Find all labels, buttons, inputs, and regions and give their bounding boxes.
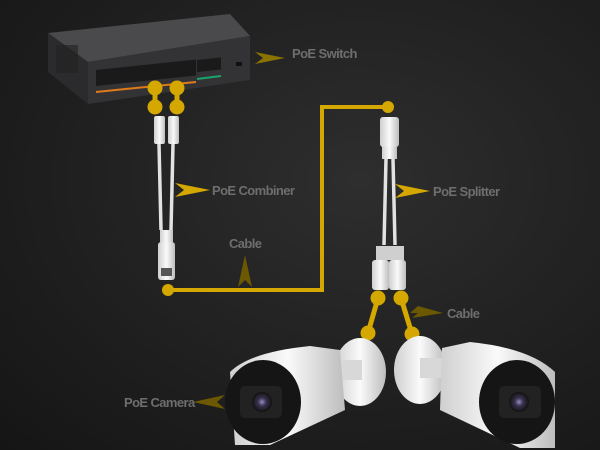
- camera-cable-arrow-icon: [410, 306, 443, 318]
- label-cable-main: Cable: [229, 236, 262, 251]
- vent-holes: [56, 45, 78, 73]
- poe-camera-right: [394, 336, 555, 448]
- combiner-arrow-icon: [175, 183, 210, 197]
- poe-ports: [95, 57, 242, 93]
- poe-camera-left: [225, 338, 386, 445]
- poe-switch: [48, 14, 250, 104]
- camera-cables: [360, 290, 420, 342]
- splitter-arrow-icon: [395, 184, 430, 198]
- camera-arrow-icon: [193, 395, 225, 409]
- switch-arrow-icon: [255, 52, 285, 64]
- poe-splitter: [372, 117, 406, 290]
- label-poe-camera: PoE Camera: [124, 395, 196, 410]
- label-cable-camera: Cable: [447, 306, 480, 321]
- label-poe-combiner: PoE Combiner: [212, 183, 295, 198]
- cable-arrow-icon: [238, 255, 252, 287]
- label-poe-switch: PoE Switch: [292, 46, 357, 61]
- patch-cables: [147, 80, 185, 115]
- label-poe-splitter: PoE Splitter: [433, 184, 500, 199]
- poe-combiner: [154, 116, 179, 280]
- main-cable: [162, 101, 394, 296]
